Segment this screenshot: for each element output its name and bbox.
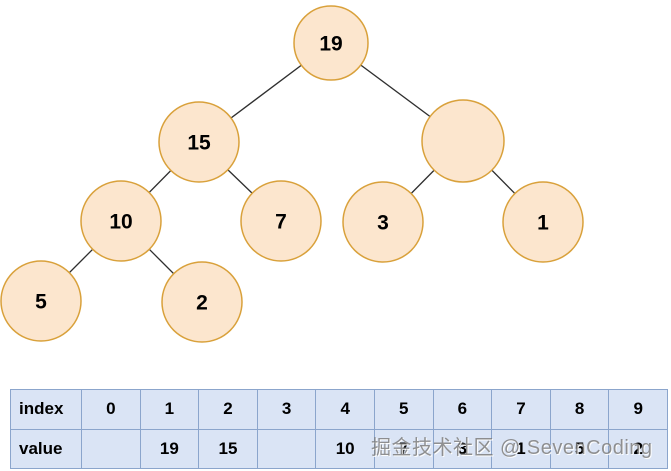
value-cell-7: 1 [491,428,551,469]
index-cell-6: 6 [432,389,493,430]
value-cell-0 [81,428,141,469]
value-cell-5: 7 [373,428,434,469]
row-header-cell: index [10,389,82,430]
tree-node-label: 2 [196,292,208,315]
tree-node-label: 5 [35,291,47,314]
tree-node-10 [80,180,162,262]
tree-node-7 [240,180,322,262]
index-cell-2: 2 [198,389,258,430]
tree-node-3 [342,181,424,263]
tree-node-5 [0,260,82,342]
tree-node-label: 19 [319,33,342,56]
tree-node-label: 3 [377,212,389,235]
tree-node-label: 10 [109,211,132,234]
index-cell-4: 4 [315,389,375,430]
value-cell-8: 5 [549,428,610,469]
tree-node-label: 7 [275,211,287,234]
index-cell-0: 0 [81,389,141,430]
tree-node-label: 1 [537,212,549,235]
tree-node-2 [161,261,243,343]
tree-node-empty [421,99,505,183]
tree-node-19 [293,5,369,81]
index-cell-1: 1 [139,389,200,430]
value-cell-2: 15 [198,428,258,469]
value-cell-9: 2 [608,428,668,469]
index-cell-8: 8 [549,389,610,430]
value-cell-3 [256,428,317,469]
value-cell-6: 3 [432,428,493,469]
tree-node-15 [158,101,240,183]
value-cell-1: 19 [139,428,200,469]
value-cell-4: 10 [315,428,375,469]
index-cell-3: 3 [256,389,317,430]
index-cell-9: 9 [608,389,668,430]
tree-node-label: 15 [187,132,211,155]
index-cell-7: 7 [491,389,551,430]
row-header-cell: value [10,428,82,469]
index-cell-5: 5 [373,389,434,430]
tree-node-1 [502,181,584,263]
